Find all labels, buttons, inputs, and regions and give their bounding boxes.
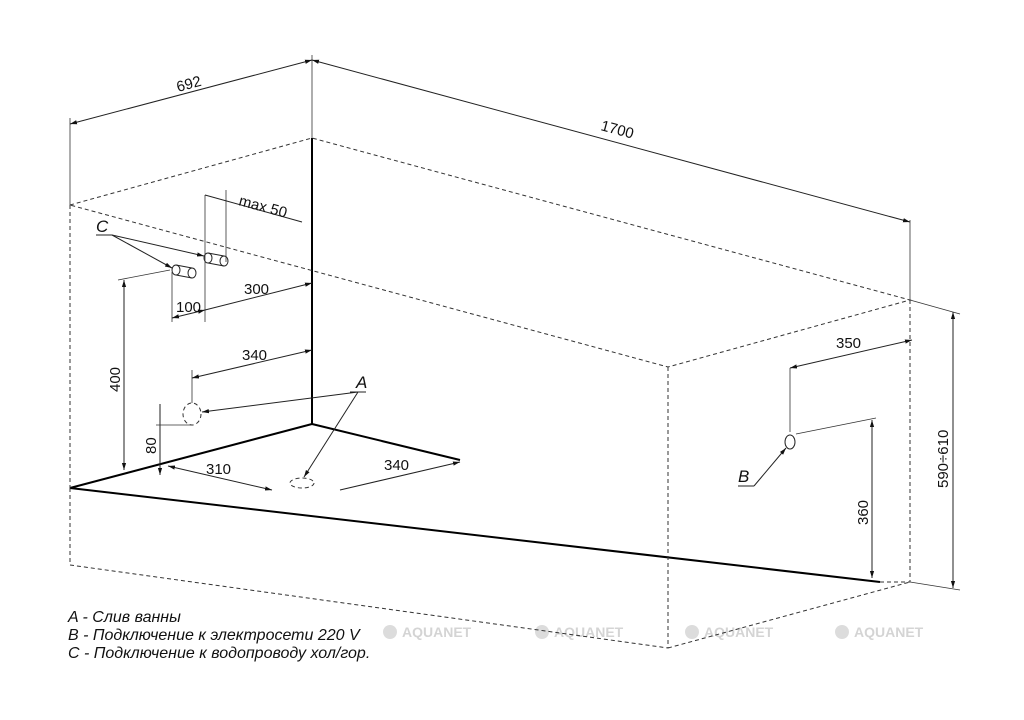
dim-pipe-height-label: 400 bbox=[107, 367, 124, 392]
dim-length: 1700 bbox=[311, 59, 911, 300]
electric-connection: B 350 360 bbox=[738, 335, 913, 578]
svg-text:AQUANET: AQUANET bbox=[704, 624, 774, 640]
svg-text:AQUANET: AQUANET bbox=[402, 624, 472, 640]
dim-total-height-label: 590÷610 bbox=[935, 430, 952, 488]
label-c: C bbox=[96, 217, 109, 236]
floor-drain: 310 340 bbox=[167, 457, 461, 491]
watermark-logo: AQUANET bbox=[535, 624, 624, 640]
pipe-icon bbox=[171, 264, 197, 279]
dim-pipe-offset-label: 300 bbox=[244, 281, 269, 298]
legend-item-a: A - Слив ванны bbox=[67, 609, 181, 626]
svg-text:AQUANET: AQUANET bbox=[554, 624, 624, 640]
dim-total-height: 590÷610 bbox=[909, 299, 961, 591]
dim-electric-offset-label: 350 bbox=[836, 335, 861, 352]
dim-electric-height-label: 360 bbox=[855, 500, 872, 525]
dim-pipe-height: 400 bbox=[107, 269, 171, 470]
dim-floor-side-label: 310 bbox=[206, 461, 231, 478]
label-b: B bbox=[738, 467, 749, 486]
drain-icon bbox=[289, 477, 315, 489]
legend-item-c: C - Подключение к водопроводу хол/гор. bbox=[68, 645, 370, 662]
pipe-icon bbox=[203, 252, 229, 267]
overflow-drain: 340 80 bbox=[143, 347, 313, 475]
dim-drain-height-label: 80 bbox=[143, 437, 160, 454]
dim-floor-front-label: 340 bbox=[384, 457, 409, 474]
socket-icon bbox=[784, 434, 796, 450]
dim-width-label: 692 bbox=[175, 73, 204, 96]
label-a: A bbox=[355, 373, 367, 392]
label-a-group: A bbox=[201, 373, 367, 478]
watermark-logo: AQUANET bbox=[383, 624, 472, 640]
dim-max-label: max 50 bbox=[237, 192, 289, 221]
top-rim-outline bbox=[69, 137, 912, 368]
tub-outline bbox=[69, 137, 912, 649]
dim-width: 692 bbox=[69, 55, 313, 205]
watermark-logo: AQUANET bbox=[835, 624, 924, 640]
watermark-group: AQUANET AQUANET AQUANET AQUANET bbox=[383, 624, 924, 640]
legend-item-b: B - Подключение к электросети 220 V bbox=[68, 627, 361, 644]
svg-text:AQUANET: AQUANET bbox=[854, 624, 924, 640]
watermark-logo: AQUANET bbox=[685, 624, 774, 640]
dim-pipes-horizontal: 100 300 bbox=[171, 272, 313, 322]
legend: A - Слив ванны B - Подключение к электро… bbox=[67, 609, 370, 662]
dim-pipe-spacing-label: 100 bbox=[176, 299, 201, 316]
dim-drain-back-label: 340 bbox=[242, 347, 267, 364]
front-floor-edge bbox=[69, 487, 881, 583]
dim-max: max 50 bbox=[204, 190, 303, 322]
drain-icon bbox=[182, 402, 202, 426]
water-pipes: C bbox=[96, 217, 229, 279]
back-floor-edge-left bbox=[69, 423, 313, 489]
